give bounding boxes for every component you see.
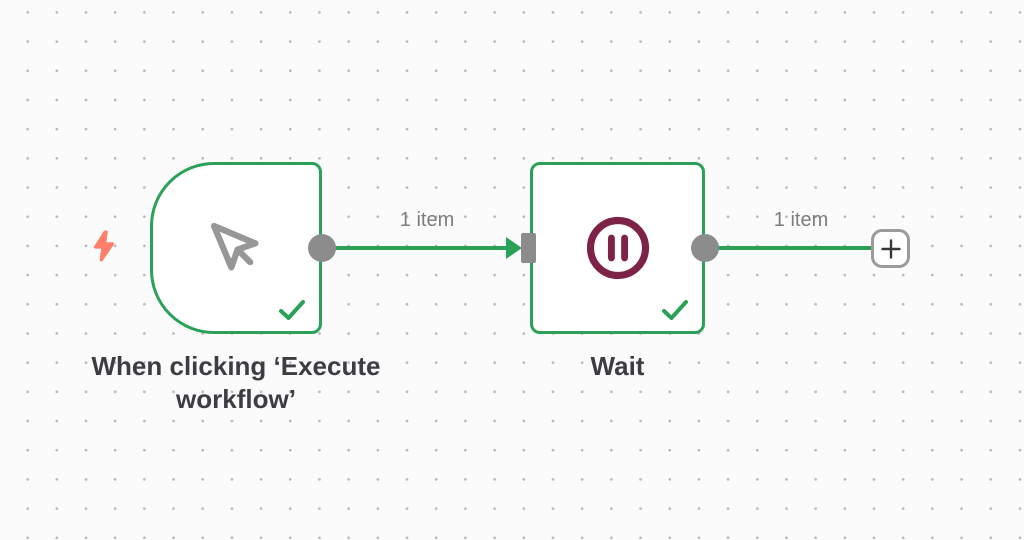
connection-arrow-icon bbox=[506, 237, 522, 259]
output-connector[interactable] bbox=[308, 234, 336, 262]
output-connector[interactable] bbox=[691, 234, 719, 262]
connection[interactable] bbox=[322, 246, 508, 250]
mouse-pointer-icon bbox=[210, 222, 259, 271]
node-manual-trigger[interactable] bbox=[150, 162, 322, 334]
connection[interactable] bbox=[705, 246, 871, 250]
input-connector[interactable] bbox=[521, 233, 536, 263]
pause-icon bbox=[586, 216, 649, 280]
success-checkmark-icon bbox=[279, 300, 305, 320]
node-wait[interactable] bbox=[530, 162, 705, 334]
node-label: Wait bbox=[590, 351, 645, 381]
node-label: When clicking ‘Execute workflow’ bbox=[91, 351, 381, 414]
lightning-bolt-icon bbox=[93, 230, 115, 262]
items-count-label: 1 item bbox=[773, 209, 829, 231]
plus-icon bbox=[880, 238, 901, 259]
add-node-button[interactable] bbox=[871, 229, 910, 268]
success-checkmark-icon bbox=[662, 300, 688, 320]
items-count-label: 1 item bbox=[399, 209, 455, 231]
